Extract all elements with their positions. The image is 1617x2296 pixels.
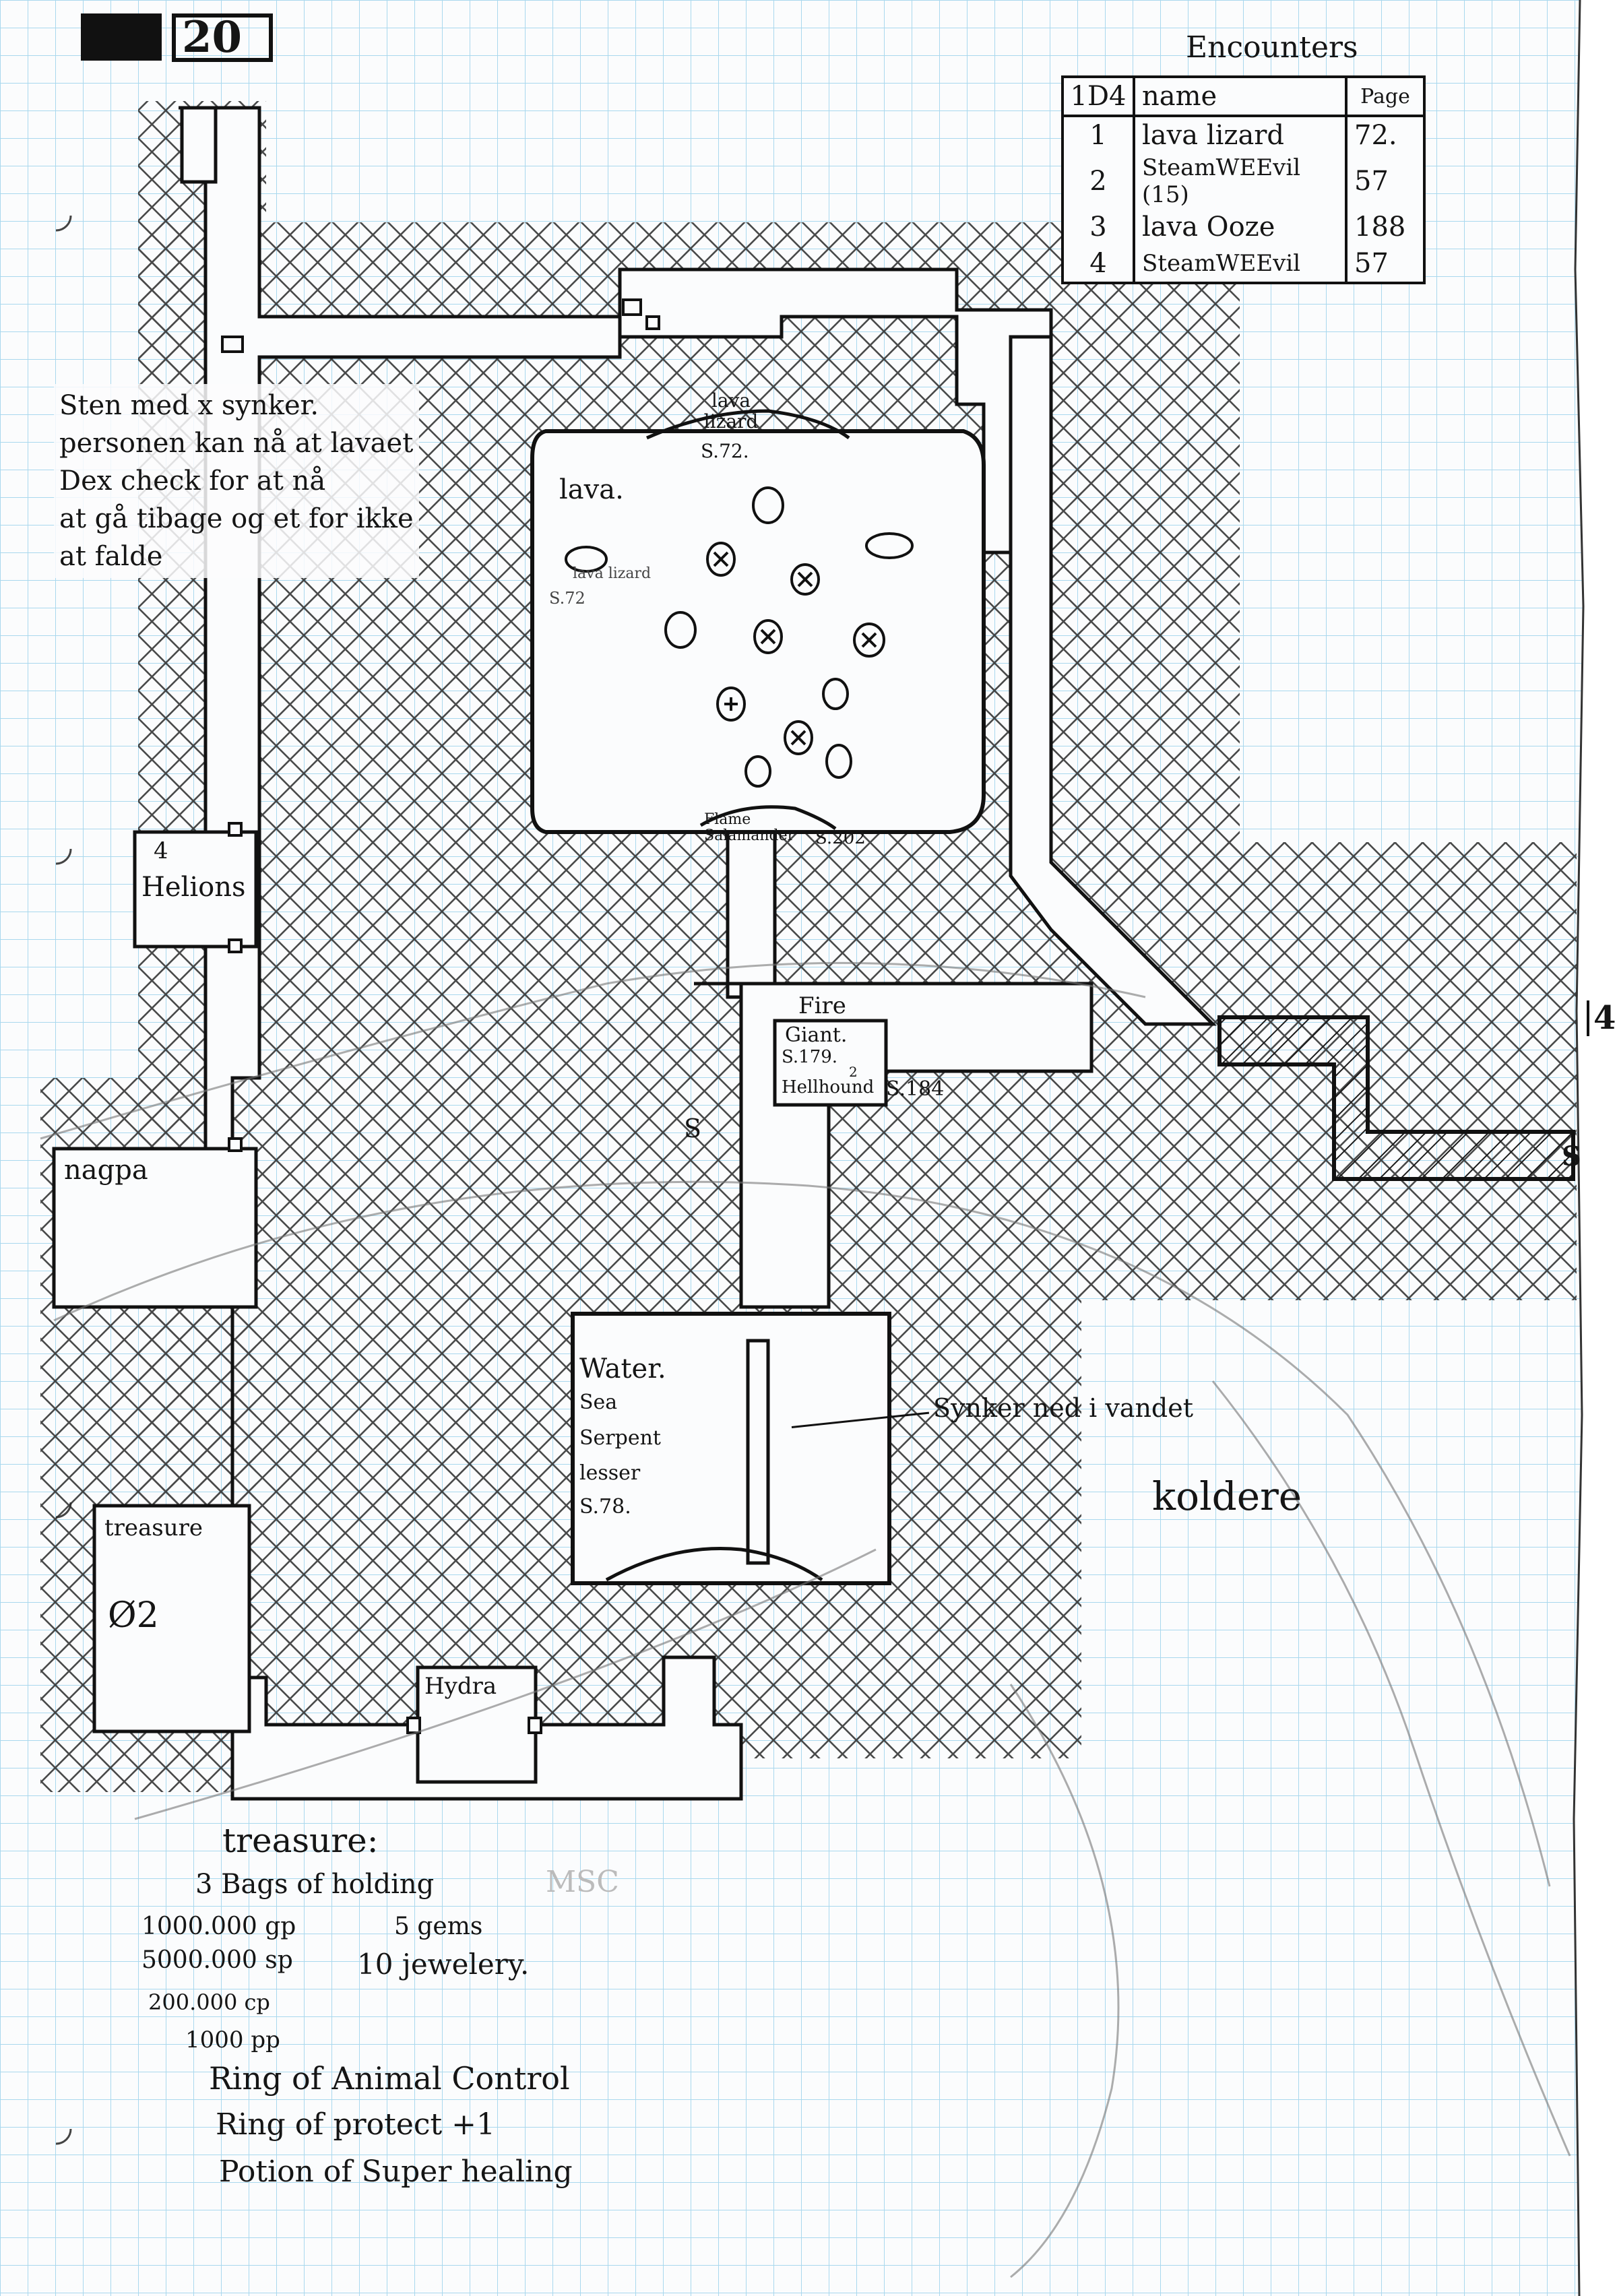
page-number-box-2: [172, 13, 273, 62]
water-l4: S.78.: [579, 1495, 631, 1519]
secret-door-mark: S: [1562, 1141, 1581, 1172]
treasure-item: 10 jewelery.: [357, 1948, 530, 1981]
table-row: 1 lava lizard 72.: [1061, 116, 1426, 154]
water-bridge: [746, 1339, 770, 1565]
treasure-room-title: treasure: [104, 1514, 203, 1541]
treasure-item: 3 Bags of holding: [195, 1869, 435, 1900]
doors: [221, 298, 660, 1734]
note-cold: koldere: [1152, 1473, 1302, 1519]
treasure-item: 1000.000 gp: [141, 1913, 296, 1940]
encounters-title: Encounters: [1186, 30, 1358, 65]
hydra-label: Hydra: [424, 1673, 497, 1700]
water-title: Water.: [579, 1353, 666, 1384]
treasure-item: Ring of protect +1: [216, 2107, 496, 2142]
table-row: 4 SteamWEEvil 57: [1061, 245, 1426, 284]
fire-giant-l5: Hellhound: [782, 1077, 875, 1097]
treasure-item: Ring of Animal Control: [209, 2060, 570, 2097]
small-lizard-page: S.72: [549, 589, 585, 608]
treasure-room-code: Ø2: [108, 1595, 159, 1636]
paper-torn-edge: [1574, 0, 1617, 2296]
helions-count: 4: [154, 837, 168, 864]
fire-giant-l1: Fire: [798, 992, 846, 1019]
encounters-table: 1D4 name Page 1 lava lizard 72. 2 SteamW…: [1061, 75, 1426, 284]
fire-giant-l3: S.179.: [782, 1047, 838, 1067]
faint-mark: MSC: [546, 1865, 619, 1899]
fire-giant-l2: Giant.: [785, 1023, 848, 1047]
lava-stones: [565, 486, 914, 788]
fire-giant-l4: 2: [849, 1064, 858, 1080]
encounters-header: 1D4 name Page: [1061, 75, 1426, 117]
lava-room: [530, 429, 986, 834]
nagpa-label: nagpa: [64, 1155, 148, 1186]
treasure-item: Potion of Super healing: [219, 2155, 573, 2189]
lava-lizard-label: lava lizard: [703, 389, 759, 433]
water-l2: Serpent: [579, 1426, 661, 1450]
note-sinks: Synker ned i vandet: [933, 1393, 1194, 1423]
fire-giant-l6: S.184: [886, 1077, 945, 1101]
note-stone: Sten med x synker. personen kan nå at la…: [54, 384, 419, 578]
small-lizard-label: lava lizard: [573, 565, 652, 582]
treasure-item: 1000 pp: [185, 2027, 280, 2053]
page-number-box: [81, 13, 162, 61]
page-number: 20: [182, 12, 243, 63]
secret-door-mark: S: [684, 1114, 702, 1143]
stair-passage: [1217, 1015, 1575, 1181]
col-d4: 1D4: [1061, 75, 1135, 117]
treasure-item: 200.000 cp: [148, 1989, 270, 2015]
table-row: 2 SteamWEEvil (15) 57: [1061, 154, 1426, 209]
treasure-list-title: treasure:: [222, 1821, 379, 1860]
helions-label: Helions: [141, 872, 246, 903]
edge-page-mark: 4: [1587, 1000, 1616, 1036]
water-room: [571, 1312, 891, 1585]
treasure-item: 5000.000 sp: [141, 1946, 293, 1974]
table-row: 3 lava Ooze 188: [1061, 209, 1426, 245]
salamander-label: Flame Salamander: [704, 811, 795, 845]
col-page: Page: [1345, 75, 1426, 117]
salamander-page: S.202: [815, 828, 866, 848]
lava-lizard-page: S.72.: [701, 440, 749, 462]
col-name: name: [1133, 75, 1348, 117]
treasure-item: 5 gems: [394, 1913, 483, 1940]
lava-room-title: lava.: [559, 474, 624, 505]
water-l1: Sea: [579, 1391, 618, 1414]
water-l3: lesser: [579, 1461, 641, 1485]
pencil-strokes: [40, 961, 1571, 2278]
